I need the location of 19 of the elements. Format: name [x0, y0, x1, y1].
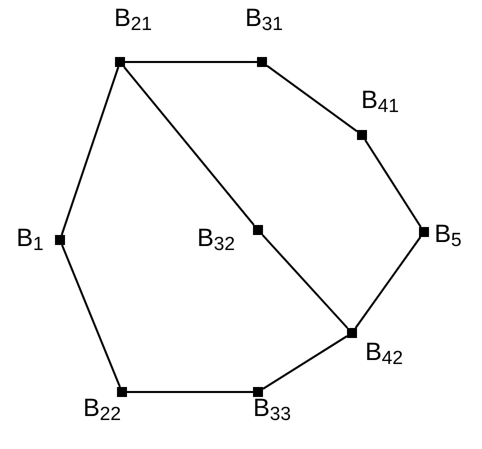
connector-line — [354, 236, 422, 329]
vertex-label: B$_{5}$ — [434, 220, 462, 252]
connector-line — [262, 335, 348, 390]
connector-line — [60, 66, 120, 236]
vertex-label: B$_{31}$ — [245, 4, 283, 36]
vertex-label: B$_{1}$ — [16, 224, 44, 256]
vertex-label: B$_{41}$ — [361, 86, 399, 118]
vertex-label: B$_{42}$ — [365, 338, 403, 370]
connector-line — [127, 391, 253, 393]
vertex-label: B$_{33}$ — [253, 394, 291, 426]
connector-line — [262, 234, 348, 329]
connector-line — [123, 66, 255, 226]
connector-line — [364, 139, 422, 228]
vertex-label: B$_{32}$ — [197, 224, 235, 256]
connector-line — [266, 64, 358, 132]
connector-line — [61, 244, 121, 388]
connector-line — [125, 61, 257, 63]
vertex-label: B$_{22}$ — [83, 394, 121, 426]
vertex-label: B$_{21}$ — [114, 4, 152, 36]
